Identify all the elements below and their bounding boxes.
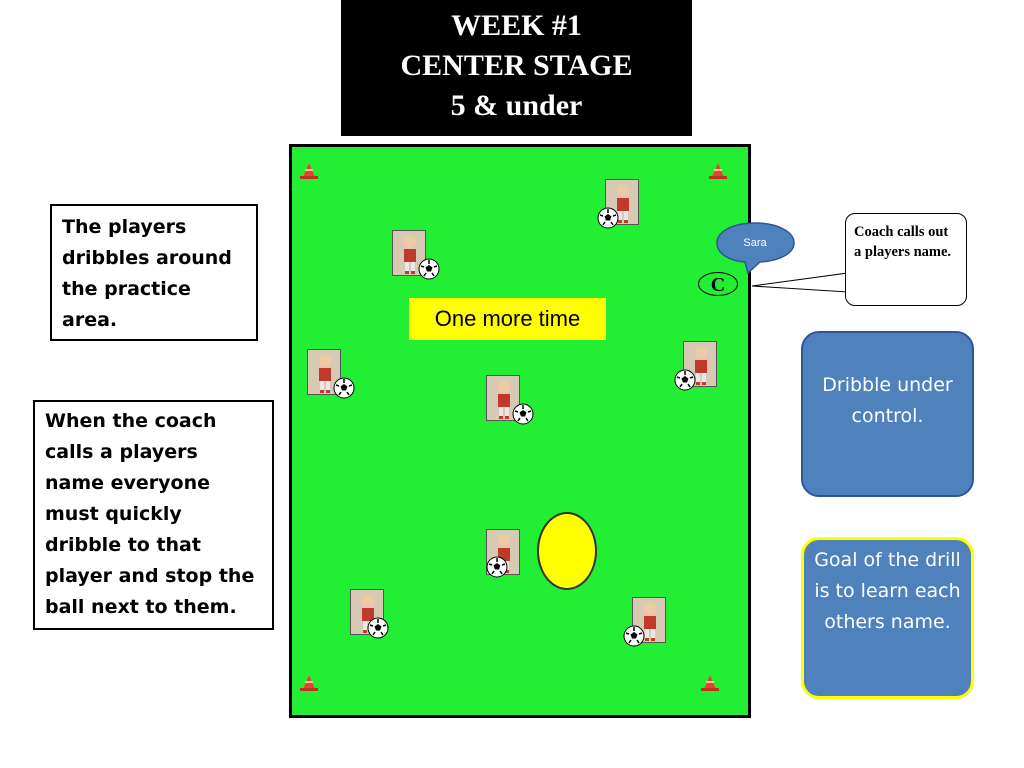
title-line-2: CENTER STAGE: [400, 49, 633, 82]
callout-pointer: [751, 272, 849, 293]
soccer-ball-icon: [367, 617, 389, 639]
center-stage-oval: [537, 512, 597, 590]
dribble-note: The players dribbles around the practice…: [50, 204, 258, 341]
cone-icon: [709, 163, 727, 179]
cone-icon: [300, 163, 318, 179]
soccer-ball-icon: [418, 258, 440, 280]
soccer-ball-icon: [486, 556, 508, 578]
player-icon: [632, 597, 666, 643]
soccer-ball-icon: [512, 403, 534, 425]
soccer-ball-icon: [597, 207, 619, 229]
sara-label: Sara: [743, 237, 767, 249]
player-icon: [307, 349, 341, 395]
coach-marker: C: [698, 272, 738, 296]
cone-icon: [701, 675, 719, 691]
title-line-3: 5 & under: [450, 89, 583, 122]
coach-note: When the coach calls a players name ever…: [33, 400, 274, 630]
player-icon: [605, 179, 639, 225]
player-icon: [683, 341, 717, 387]
goal-box: Goal of the drill is to learn each other…: [801, 537, 974, 699]
title-line-1: WEEK #1: [451, 9, 582, 42]
cone-icon: [300, 675, 318, 691]
one-more-time-banner: One more time: [409, 298, 606, 340]
soccer-ball-icon: [333, 377, 355, 399]
dribble-box: Dribble under control.: [801, 331, 974, 497]
title-box: WEEK #1 CENTER STAGE 5 & under: [341, 0, 692, 136]
coach-callout: Coach calls out a players name.: [845, 213, 967, 306]
soccer-ball-icon: [674, 369, 696, 391]
soccer-ball-icon: [623, 625, 645, 647]
